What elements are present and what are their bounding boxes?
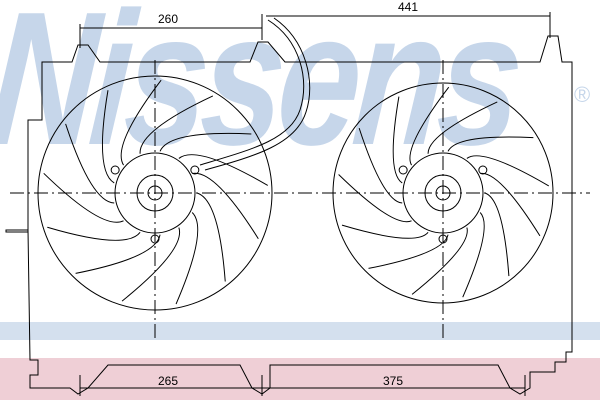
fan-left-blade bbox=[47, 226, 141, 241]
fan-right-blade bbox=[462, 212, 485, 298]
dimension-top-right: 441 bbox=[398, 0, 418, 14]
registered-mark: ® bbox=[574, 82, 591, 107]
fan-left-blade bbox=[65, 123, 115, 204]
fan-left-mount-hole bbox=[190, 165, 200, 175]
dimension-top-left: 260 bbox=[158, 12, 178, 26]
fan-right-blade bbox=[392, 96, 403, 184]
fan-right-blade bbox=[358, 127, 403, 204]
fan-left-blade bbox=[196, 192, 226, 282]
fan-left-blade bbox=[120, 79, 162, 166]
fan-right-blade bbox=[466, 155, 550, 187]
fan-left-blade bbox=[102, 90, 115, 184]
fan-right-blade bbox=[427, 101, 498, 154]
fan-right-blade bbox=[480, 172, 541, 237]
fan-right-blade bbox=[409, 86, 450, 166]
fan-left-mount-hole bbox=[110, 165, 120, 175]
fan-right-blade bbox=[447, 136, 534, 152]
shroud-outline bbox=[5, 35, 573, 395]
fan-left-blade bbox=[121, 227, 181, 302]
fan-left-blade bbox=[75, 234, 161, 274]
fan-left-blade bbox=[139, 95, 214, 154]
dimension-bottom-right: 375 bbox=[383, 374, 403, 388]
dimension-bottom-left: 265 bbox=[158, 374, 178, 388]
fan-right-blade bbox=[411, 227, 468, 295]
fan-right-blade bbox=[341, 224, 429, 239]
fan-right-blade bbox=[338, 174, 412, 223]
blue-band bbox=[0, 322, 600, 340]
fan-right-mount-hole bbox=[478, 165, 488, 175]
fan-left-blade bbox=[178, 154, 269, 186]
fan-left-blade bbox=[43, 172, 124, 223]
fan-right-blade bbox=[368, 234, 449, 269]
dimension-lines bbox=[10, 12, 590, 396]
fan-right-blade bbox=[484, 192, 510, 277]
fan-left-blade bbox=[192, 172, 259, 239]
fan-left-blade bbox=[159, 132, 252, 152]
fan-left-blade bbox=[175, 212, 199, 305]
wire-harness bbox=[199, 17, 311, 171]
fan-right-mount-hole bbox=[398, 165, 408, 175]
